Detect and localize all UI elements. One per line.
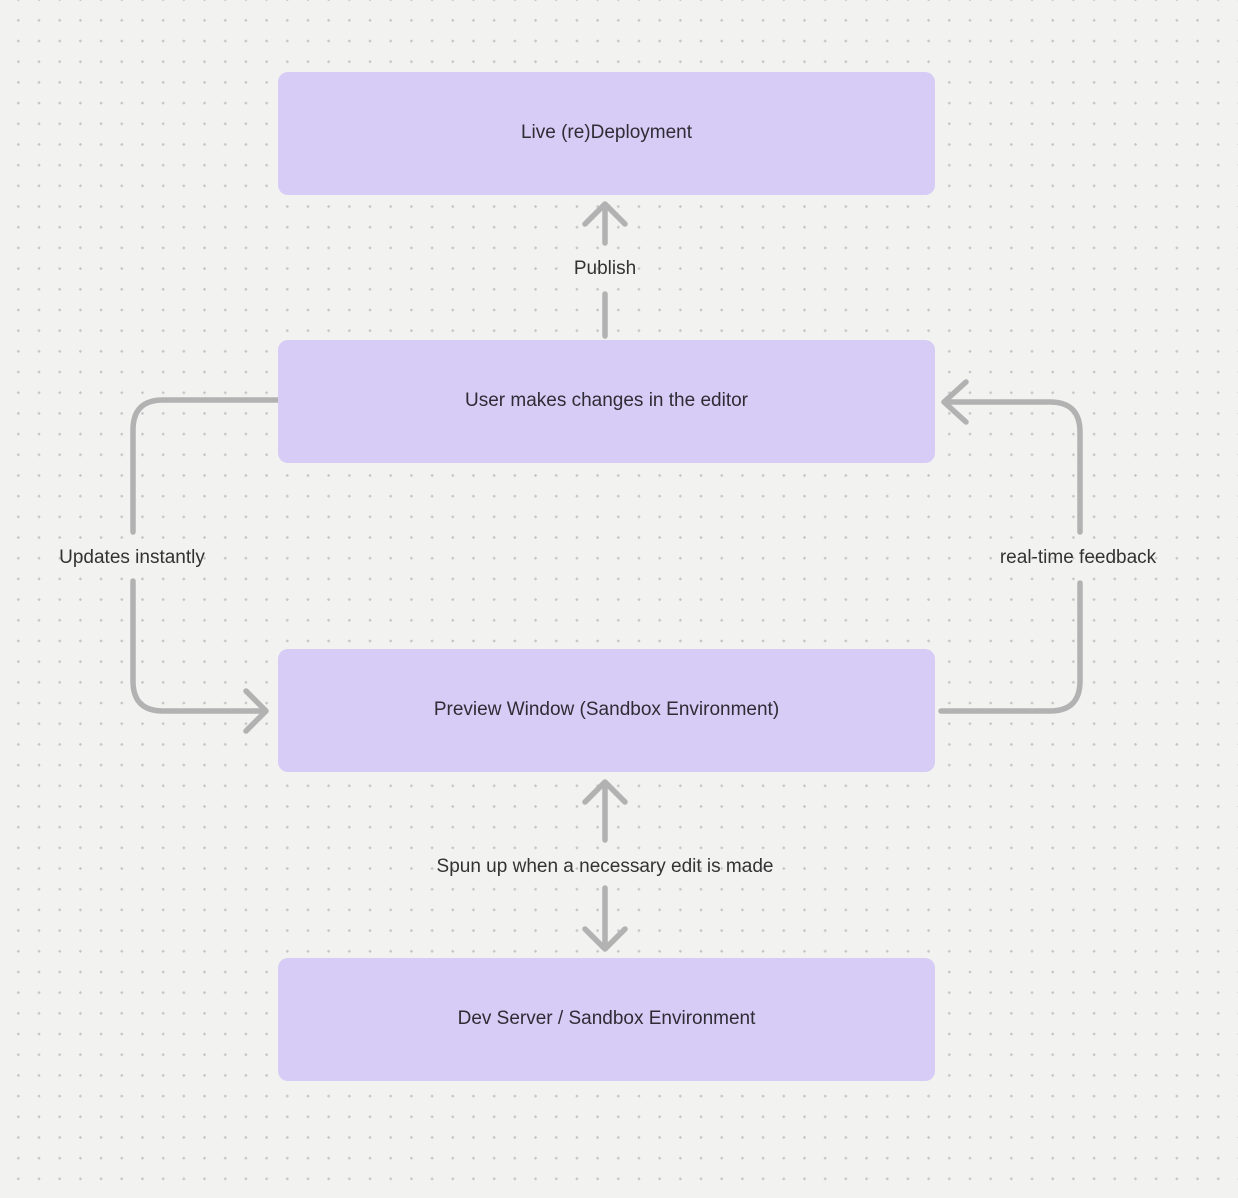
edge-label-publish[interactable]: Publish: [573, 258, 637, 279]
spun-up-arrow[interactable]: [582, 779, 628, 952]
updates-instantly-arrow[interactable]: [130, 397, 281, 734]
node-label: Dev Server / Sandbox Environment: [457, 1008, 756, 1030]
node-preview-window[interactable]: Preview Window (Sandbox Environment): [278, 649, 935, 772]
edge-label-spun-up[interactable]: Spun up when a necessary edit is made: [436, 856, 774, 877]
node-label: Preview Window (Sandbox Environment): [433, 699, 780, 721]
edge-label-real-time-feedback[interactable]: real-time feedback: [999, 547, 1157, 568]
publish-arrow[interactable]: [582, 201, 628, 339]
real-time-feedback-arrow[interactable]: [938, 379, 1083, 714]
node-label: Live (re)Deployment: [520, 122, 693, 144]
node-label: User makes changes in the editor: [464, 390, 749, 412]
node-user-editor[interactable]: User makes changes in the editor: [278, 340, 935, 463]
node-live-redeployment[interactable]: Live (re)Deployment: [278, 72, 935, 195]
edge-label-updates-instantly[interactable]: Updates instantly: [59, 547, 205, 568]
node-dev-server[interactable]: Dev Server / Sandbox Environment: [278, 958, 935, 1081]
